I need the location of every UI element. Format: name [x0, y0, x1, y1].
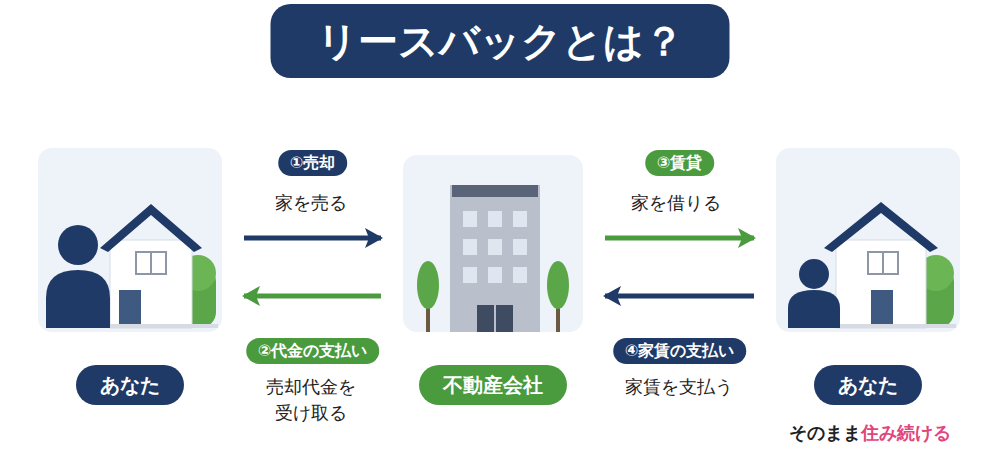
step-badge: ④家賃の支払い	[613, 338, 747, 364]
house-illustration	[776, 148, 960, 332]
step-badge: ②代金の支払い	[246, 338, 380, 364]
footnote: そのまま住み続ける	[760, 420, 980, 446]
flow-arrow	[244, 236, 381, 241]
footnote-text: そのまま	[789, 422, 861, 443]
house-illustration	[38, 148, 222, 332]
step-badge: ③賃貸	[645, 150, 715, 176]
step-description: 家賃を支払う	[609, 374, 749, 400]
illustration	[788, 202, 956, 328]
name-pill: 不動産会社	[419, 365, 567, 405]
illustration	[46, 204, 218, 328]
title-banner: リースバックとは？	[271, 4, 730, 78]
owner-panel: あなた	[38, 148, 222, 332]
illustration	[417, 185, 569, 332]
step-description: 家を借りる	[616, 190, 736, 216]
flow-arrow	[605, 236, 754, 241]
step-description: 売却代金を 受け取る	[263, 374, 359, 426]
flow-arrow	[605, 294, 754, 299]
flow-arrow	[244, 294, 381, 299]
company-panel: 不動産会社	[403, 155, 583, 332]
step-description: 家を売る	[251, 190, 371, 216]
name-pill: あなた	[76, 365, 184, 405]
step-badge: ①売却	[278, 150, 348, 176]
name-pill: あなた	[814, 365, 922, 405]
owner-panel: あなた	[776, 148, 960, 332]
building-illustration	[403, 155, 583, 332]
footnote-highlight: 住み続ける	[861, 422, 951, 443]
